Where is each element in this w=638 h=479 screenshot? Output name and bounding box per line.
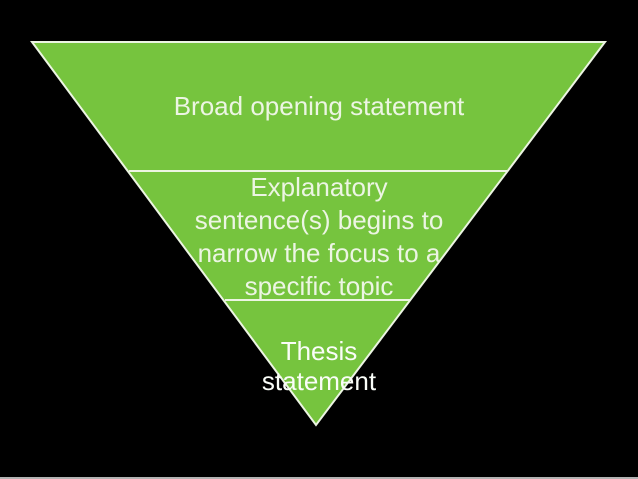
- bottom-edge-line: [0, 477, 638, 479]
- pyramid-shape: [30, 41, 608, 427]
